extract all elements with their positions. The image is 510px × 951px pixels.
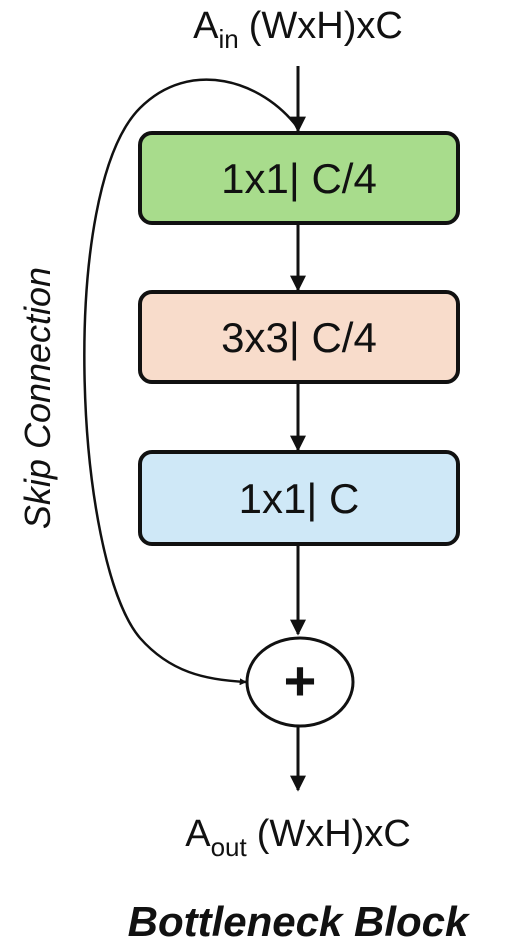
output-shape: (WxH)xC	[257, 813, 411, 855]
block-3-label: 1x1| C	[239, 475, 360, 522]
output-label: Aout (WxH)xC	[185, 813, 411, 862]
adder-circle	[245, 636, 355, 728]
output-subscript: out	[211, 832, 248, 862]
block-1: 1x1| C/4	[138, 131, 460, 225]
block-2-box	[138, 290, 460, 384]
block-1-label: 1x1| C/4	[221, 155, 377, 202]
skip-connection-arrow	[83, 78, 299, 686]
block-2-label: 3x3| C/4	[221, 314, 377, 361]
skip-connection-label: Skip Connection	[17, 267, 58, 529]
input-subscript: in	[219, 24, 239, 54]
output-symbol: A	[185, 813, 211, 855]
plus-icon: +	[284, 649, 317, 712]
adder: +	[245, 636, 355, 728]
block-3: 1x1| C	[138, 450, 460, 546]
block-1-box	[138, 131, 460, 225]
input-label: Ain (WxH)xC	[193, 5, 403, 54]
block-3-box	[138, 450, 460, 546]
diagram-title: Bottleneck Block	[128, 898, 471, 945]
input-shape: (WxH)xC	[249, 5, 403, 47]
block-2: 3x3| C/4	[138, 290, 460, 384]
input-symbol: A	[193, 5, 219, 47]
